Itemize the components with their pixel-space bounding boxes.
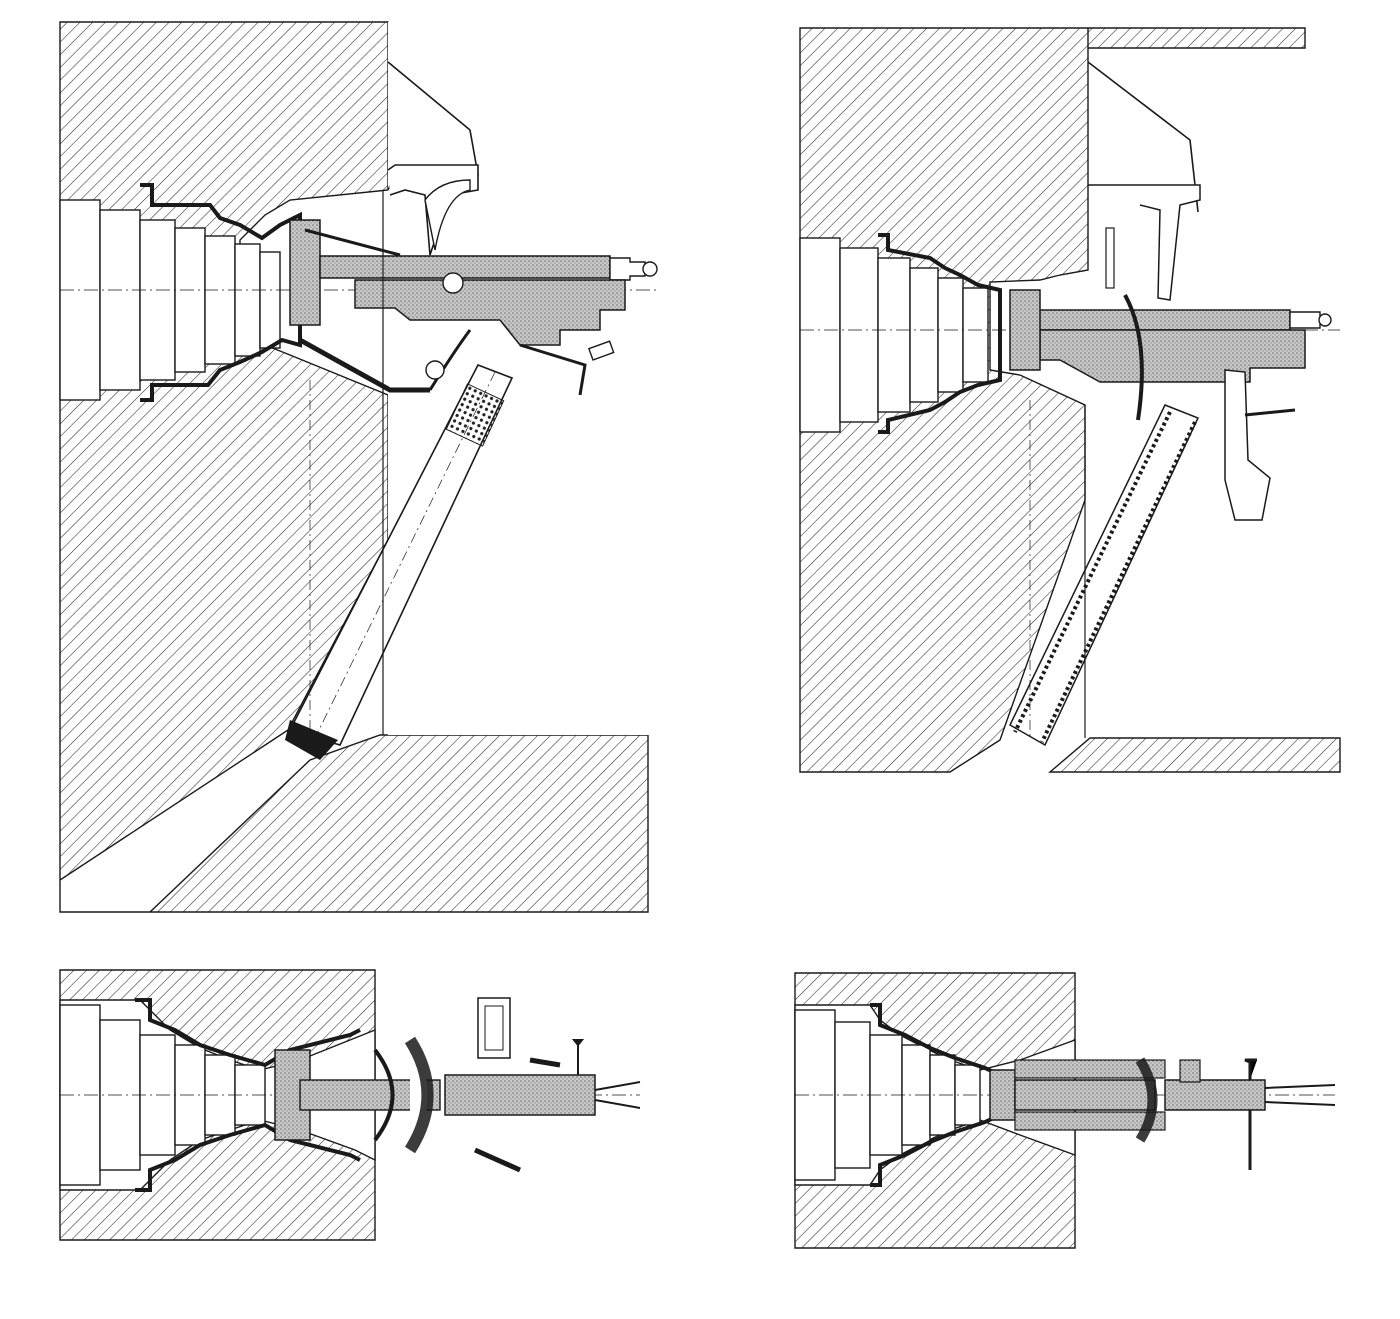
view-top-right — [799, 27, 1341, 773]
muzzle — [1289, 311, 1321, 329]
linkage-arm — [298, 337, 430, 393]
mantlet-ball — [989, 1069, 1016, 1121]
stepped-embrasure-cone — [839, 247, 989, 423]
crank-handle — [1244, 1058, 1257, 1170]
mantlet-ball — [1009, 289, 1041, 371]
crank-handle — [519, 343, 587, 396]
muzzle — [594, 1081, 641, 1109]
muzzle — [1264, 1084, 1336, 1106]
hand-grip — [1224, 369, 1271, 521]
gun-barrel — [1164, 1079, 1266, 1111]
room-space — [388, 22, 658, 735]
steel-liner — [878, 233, 1002, 434]
gun-receiver — [444, 1074, 596, 1116]
view-top-left — [59, 21, 660, 913]
gun-receiver — [1039, 329, 1306, 383]
stepped-embrasure-cone — [59, 199, 281, 401]
feed-chute — [1009, 404, 1200, 747]
steel-liner — [870, 1003, 1001, 1187]
sight-housing — [1088, 184, 1201, 301]
mantlet-ball — [289, 219, 321, 326]
muzzle — [609, 257, 646, 281]
steel-liner — [135, 998, 361, 1192]
gun-receiver — [354, 279, 626, 346]
gun-receiver — [1014, 1079, 1156, 1111]
gun-barrel — [319, 255, 611, 279]
support-tube — [288, 363, 514, 746]
gun-barrel — [1029, 309, 1291, 331]
crank-handle — [1244, 408, 1296, 417]
view-bottom-left — [59, 969, 641, 1241]
view-bottom-right — [794, 972, 1336, 1249]
crank-handle — [571, 1039, 585, 1075]
wall-section — [799, 27, 1306, 773]
